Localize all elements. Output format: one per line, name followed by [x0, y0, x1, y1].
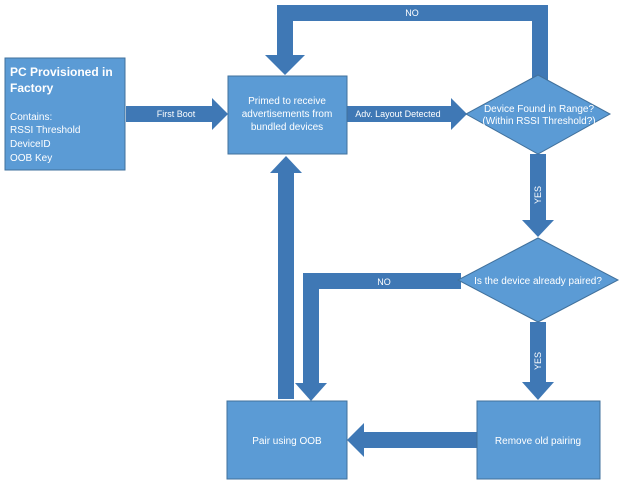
provisioned-box: PC Provisioned in Factory Contains: RSSI… — [4, 57, 126, 171]
primed-line-2: advertisements from — [242, 109, 333, 120]
pair-oob-text: Pair using OOB — [252, 436, 322, 447]
first-boot-label: First Boot — [157, 109, 196, 119]
provisioned-title-2: Factory — [10, 81, 54, 95]
remove-pairing-box: Remove old pairing — [476, 400, 601, 480]
remove-to-pair-arrow — [347, 423, 477, 457]
provisioned-item-1: RSSI Threshold — [10, 125, 80, 136]
no-mid-connector — [295, 273, 461, 401]
provisioned-title-1: PC Provisioned in — [10, 65, 113, 79]
provisioned-item-3: OOB Key — [10, 153, 52, 164]
yes-label-2: YES — [533, 352, 543, 370]
provisioned-item-2: DeviceID — [10, 139, 51, 150]
already-paired-text: Is the device already paired? — [474, 276, 602, 287]
yes-arrow-2 — [522, 322, 554, 400]
pair-oob-box: Pair using OOB — [226, 400, 348, 480]
yes-label-1: YES — [533, 186, 543, 204]
primed-box: Primed to receive advertisements from bu… — [227, 75, 348, 155]
provisioned-contains: Contains: — [10, 112, 52, 123]
adv-layout-label: Adv. Layout Detected — [355, 109, 440, 119]
no-mid-label: NO — [377, 277, 391, 287]
pair-to-primed-arrow — [270, 156, 302, 399]
first-boot-arrow — [126, 98, 228, 130]
no-loop-connector — [265, 5, 548, 81]
primed-line-1: Primed to receive — [248, 96, 326, 107]
remove-pairing-text: Remove old pairing — [495, 436, 581, 447]
device-found-diamond: Device Found in Range? (Within RSSI Thre… — [464, 74, 612, 155]
device-found-line-1: Device Found in Range? — [484, 104, 595, 115]
primed-line-3: bundled devices — [251, 122, 323, 133]
device-found-line-2: (Within RSSI Threshold?) — [482, 116, 595, 127]
yes-arrow-1 — [522, 154, 554, 237]
adv-layout-arrow — [347, 98, 467, 130]
no-top-label: NO — [405, 8, 419, 18]
already-paired-diamond: Is the device already paired? — [456, 237, 620, 323]
